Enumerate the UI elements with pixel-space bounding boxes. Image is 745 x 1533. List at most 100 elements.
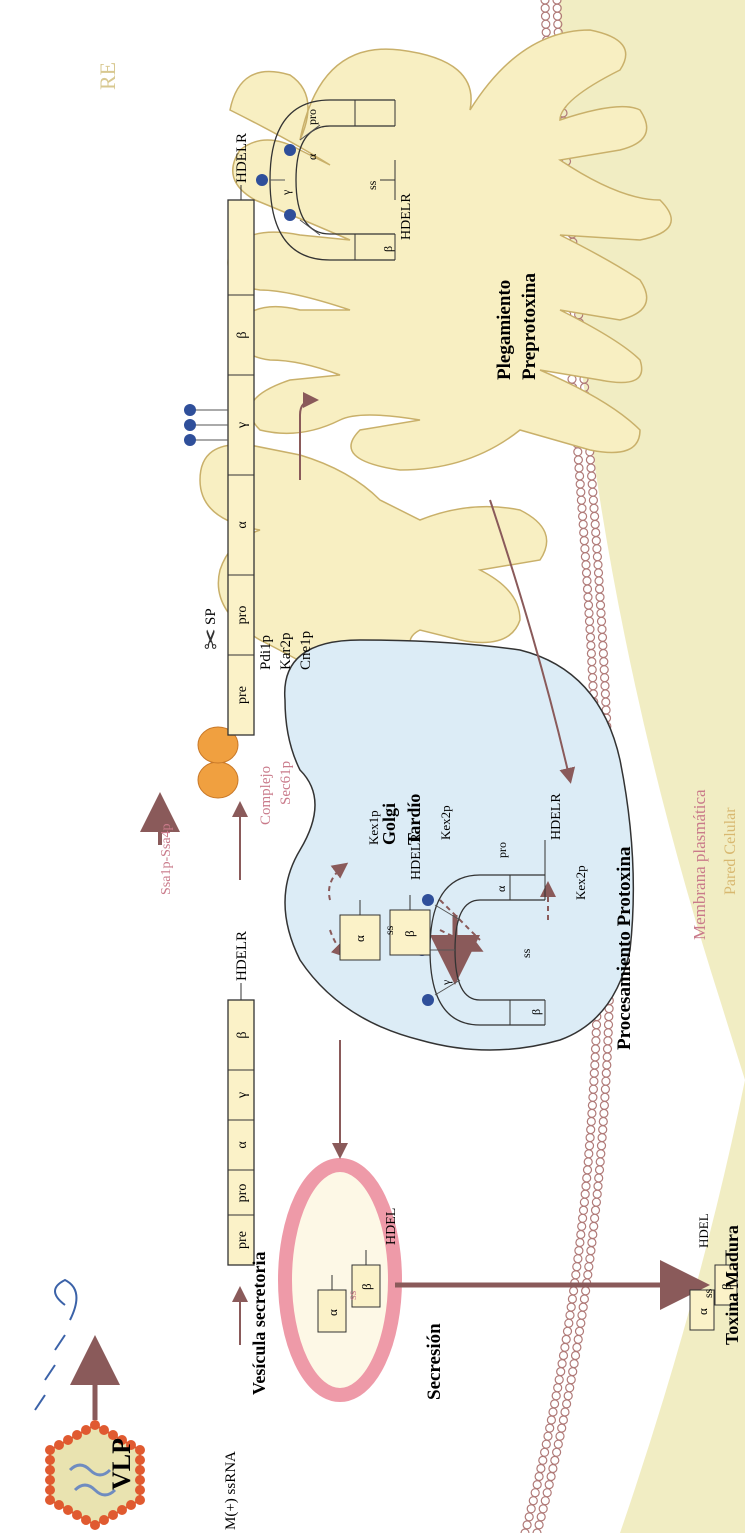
scissors-icon: ✂ [197, 628, 226, 650]
membrane-bead [581, 545, 589, 553]
vlp-label: VLP [107, 1438, 136, 1490]
vlp-bead [81, 1515, 91, 1525]
membrane-bead [592, 1206, 600, 1214]
membrane-bead [547, 1416, 555, 1424]
membrane-bead [573, 1263, 581, 1271]
kar-label: Kar2p [278, 633, 294, 671]
membrane-bead [577, 1231, 585, 1239]
membrane-bead [584, 1166, 592, 1174]
membrane-bead [596, 585, 604, 593]
membrane-bead [593, 1021, 601, 1029]
membrane-bead [529, 1497, 537, 1505]
membrane-bead [525, 1513, 533, 1521]
vlp-bead [135, 1475, 145, 1485]
membrane-bead [587, 1118, 595, 1126]
alpha-golgi: α [352, 935, 367, 942]
membrane-bead [594, 1182, 602, 1190]
ssa-label: Ssa1p-Ssa4p [159, 823, 174, 895]
membrane-bead [592, 1037, 600, 1045]
membrane-bead [601, 1085, 609, 1093]
membrane-bead [582, 561, 590, 569]
membrane-bead [549, 1408, 557, 1416]
hdelr-golgi: HDELR [549, 793, 564, 840]
vlp-bead [126, 1500, 136, 1510]
vlp-bead [45, 1485, 55, 1495]
membrane-bead [531, 1489, 539, 1497]
membrane-bead [574, 456, 582, 464]
seg-alpha: α [235, 1141, 250, 1149]
membrane-bead [586, 617, 594, 625]
membrane-bead [599, 650, 607, 658]
seg-gamma: γ [235, 1092, 250, 1099]
preprotoxin-er: pre pro α γ β HDELR [228, 133, 254, 735]
secrecion-label: Secresión [424, 1323, 445, 1400]
seg-beta: β [235, 1031, 250, 1038]
ss-golgi-fold: ss [519, 948, 533, 958]
golgi-label: Golgi [379, 803, 399, 845]
membrane-bead [591, 520, 599, 528]
procesamiento-label: Procesamiento Protoxina [614, 846, 635, 1050]
vlp-bead [81, 1425, 91, 1435]
membrane-bead [586, 456, 594, 464]
membrane-bead [575, 1247, 583, 1255]
membrane-bead [596, 1166, 604, 1174]
membrane-bead [541, 1448, 549, 1456]
ss-vesicle: ss [345, 1290, 359, 1300]
membrane-bead [589, 1093, 597, 1101]
membrane-bead [541, 0, 549, 4]
membrane-bead [570, 1287, 578, 1295]
ss-mature: ss [701, 1288, 715, 1298]
membrane-bead [604, 1029, 612, 1037]
membrane-bead [535, 1521, 543, 1529]
seg-alpha-er: α [235, 521, 250, 529]
membrane-bead [593, 545, 601, 553]
membrane-bead [565, 1319, 573, 1327]
glyco-er-linear [184, 404, 228, 446]
membrane-bead [561, 1408, 569, 1416]
vlp-bead [45, 1455, 55, 1465]
seg-gamma-er: γ [235, 422, 250, 429]
membrane-bead [601, 1093, 609, 1101]
pro-er-fold: pro [305, 109, 319, 125]
beta-golgi-fold: β [529, 1009, 543, 1015]
membrane-bead [569, 1368, 577, 1376]
membrane-bead [588, 1239, 596, 1247]
membrane-bead [589, 682, 597, 690]
vlp-bead [135, 1465, 145, 1475]
membrane-bead [563, 1400, 571, 1408]
membrane-bead [596, 1158, 604, 1166]
cne-label: Cne1p [298, 631, 314, 670]
membrane-bead [604, 1045, 612, 1053]
alpha-er-fold: α [305, 153, 319, 160]
seg-beta-er: β [235, 331, 250, 338]
vlp-bead [45, 1495, 55, 1505]
hdel-vesicle: HDEL [384, 1208, 399, 1245]
membrane-bead [568, 1295, 576, 1303]
membrane-bead [591, 512, 599, 520]
membrane-bead [582, 1182, 590, 1190]
alpha-golgi-fold: α [494, 885, 508, 892]
membrane-bead [587, 1247, 595, 1255]
pdi-label: Pdi1p [258, 635, 274, 670]
membrane-bead [574, 448, 582, 456]
ss-golgi: ss [382, 925, 396, 935]
membrane-bead [576, 472, 584, 480]
beta-golgi: β [402, 930, 417, 937]
membrane-bead [603, 1061, 611, 1069]
vlp-bead [99, 1515, 109, 1525]
membrane-bead [595, 569, 603, 577]
membrane-bead [545, 1481, 553, 1489]
membrane-bead [586, 1134, 594, 1142]
membrane-bead [539, 1456, 547, 1464]
membrane-bead [551, 1456, 559, 1464]
seg-pre-er: pre [235, 686, 250, 704]
hdelr-er-folded: HDELR [399, 193, 414, 240]
membrane-bead [589, 674, 597, 682]
membrane-bead [587, 642, 595, 650]
vlp-bead [135, 1455, 145, 1465]
membrane-bead [559, 1416, 567, 1424]
membrane-bead [555, 1376, 563, 1384]
membrane-bead [589, 1085, 597, 1093]
hdelr-er: HDELR [234, 133, 250, 183]
membrane-bead [586, 1142, 594, 1150]
